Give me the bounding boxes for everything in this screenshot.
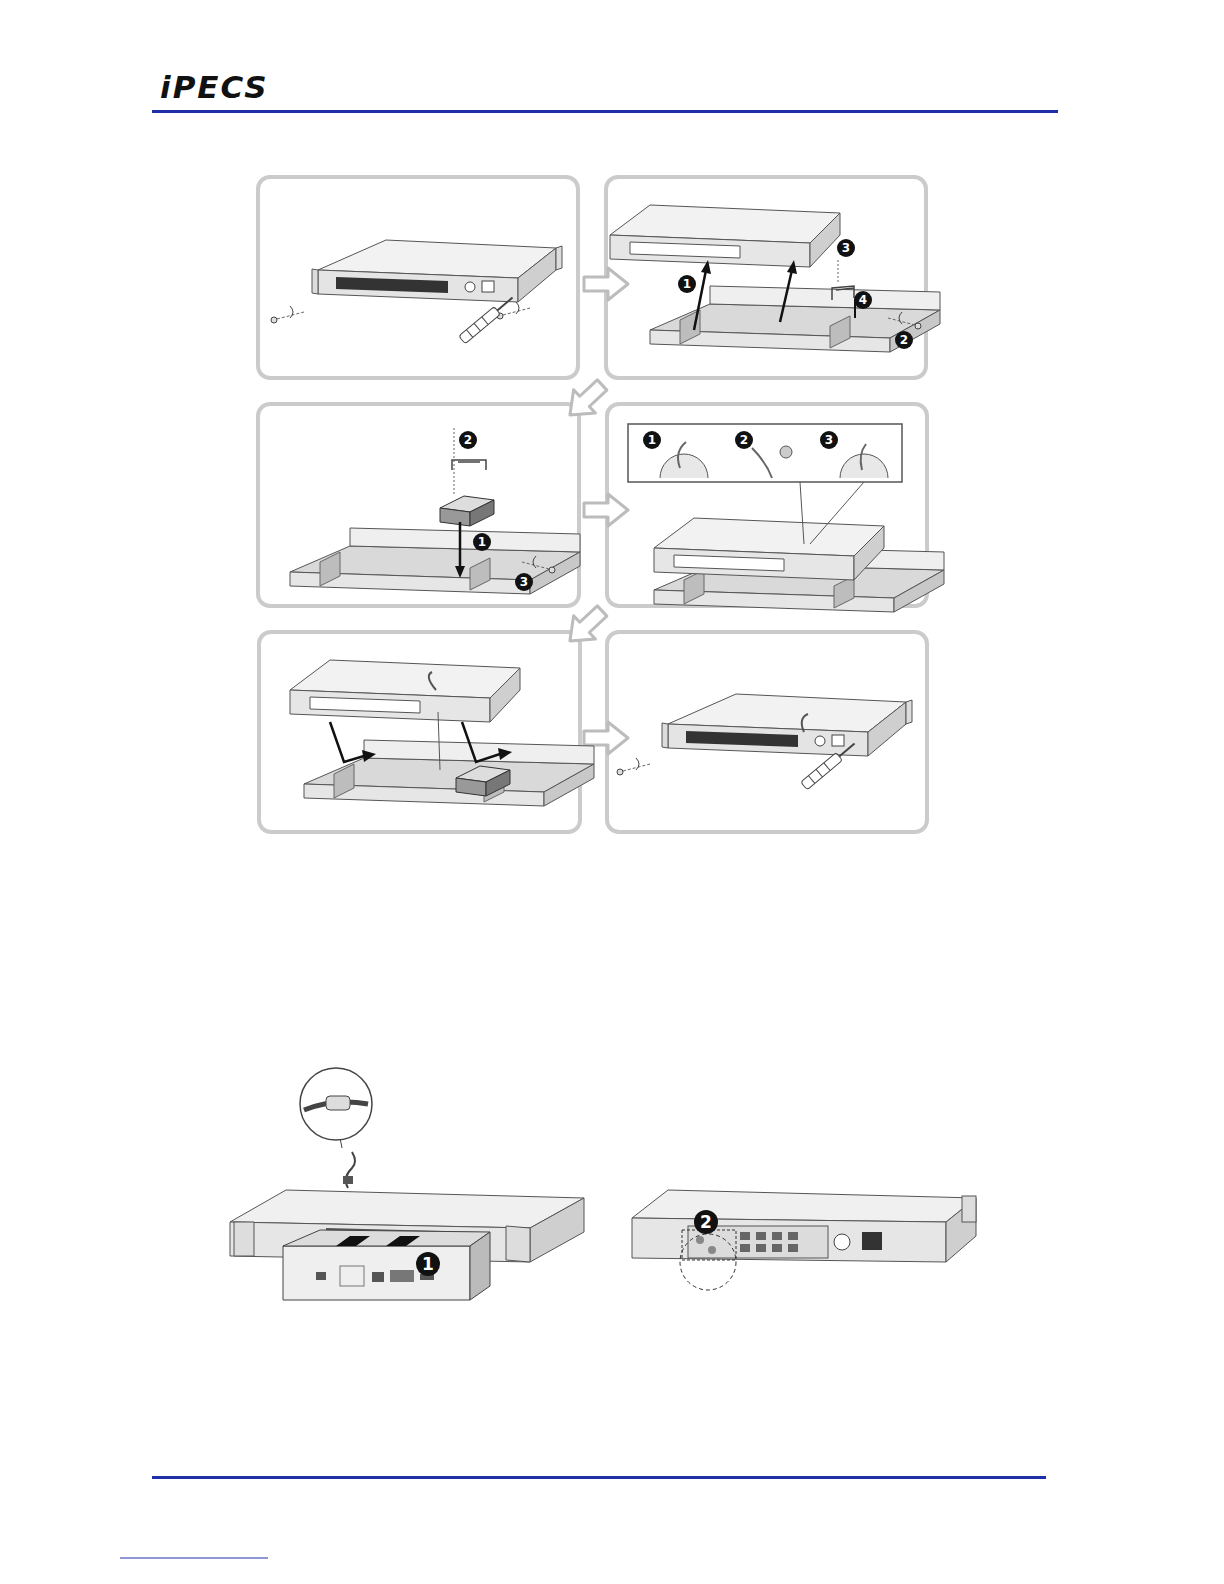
callout-number: 1 — [422, 1256, 434, 1273]
callout-number: 3 — [825, 434, 833, 446]
callout-number: 3 — [520, 576, 528, 588]
callout-number: 2 — [700, 1214, 712, 1231]
callout-number: 3 — [842, 242, 850, 254]
callout-number: 2 — [464, 434, 472, 446]
logo-text: iPECS — [160, 72, 269, 103]
callout-number: 1 — [478, 536, 486, 548]
callout-number: 1 — [683, 278, 691, 290]
callout-number: 4 — [859, 294, 867, 306]
callout-number: 1 — [648, 434, 656, 446]
callout-number: 2 — [740, 434, 748, 446]
callout-number: 2 — [900, 334, 908, 346]
